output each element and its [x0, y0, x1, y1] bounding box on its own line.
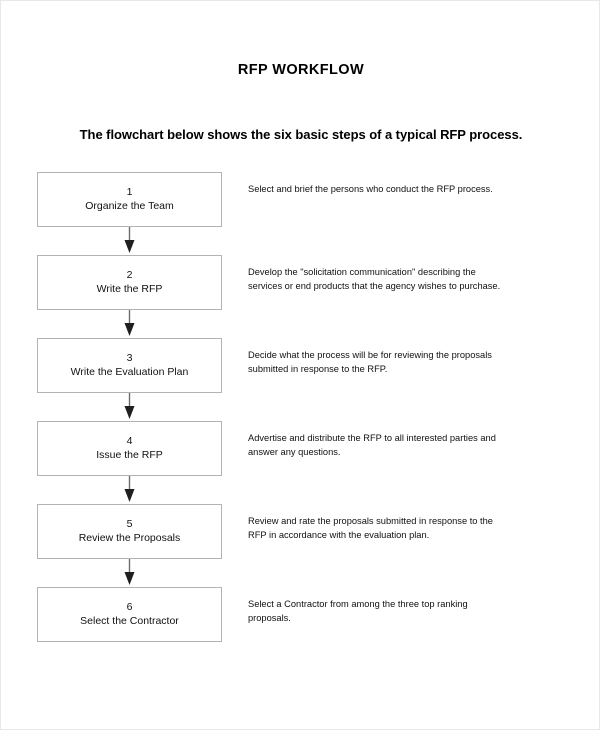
step-description-line: Select a Contractor from among the three…	[248, 599, 468, 609]
step-description-line: Advertise and distribute the RFP to all …	[248, 433, 496, 443]
step-label: Write the Evaluation Plan	[70, 366, 189, 378]
step-description: Select and brief the persons who conduct…	[248, 182, 548, 196]
step-description: Develop the "solicitation communication"…	[248, 265, 548, 293]
step-description-line: Select and brief the persons who conduct…	[248, 184, 493, 194]
step-label: Review the Proposals	[78, 532, 181, 544]
step-description-line: Review and rate the proposals submitted …	[248, 516, 493, 526]
down-arrow-icon	[37, 227, 222, 255]
step-description: Review and rate the proposals submitted …	[248, 514, 548, 542]
step-label: Write the RFP	[96, 283, 163, 295]
step-number: 5	[126, 518, 133, 530]
step-number: 6	[126, 601, 133, 613]
step-number: 2	[126, 269, 133, 281]
step-description-line: Develop the "solicitation communication"…	[248, 267, 476, 277]
step-description-line: services or end products that the agency…	[248, 281, 501, 291]
step-number: 3	[126, 352, 133, 364]
down-arrow-icon	[37, 476, 222, 504]
down-arrow-icon	[37, 393, 222, 421]
page-subtitle: The flowchart below shows the six basic …	[79, 127, 523, 142]
step-description: Decide what the process will be for revi…	[248, 348, 548, 376]
step-description: Select a Contractor from among the three…	[248, 597, 548, 625]
step-number: 4	[126, 435, 133, 447]
step-description-line: RFP in accordance with the evaluation pl…	[248, 530, 430, 540]
page-title: RFP WORKFLOW	[237, 62, 365, 78]
step-description: Advertise and distribute the RFP to all …	[248, 431, 548, 459]
step-description-line: submitted in response to the RFP.	[248, 364, 388, 374]
step-label: Issue the RFP	[96, 449, 163, 461]
step-description-line: proposals.	[248, 613, 291, 623]
step-label: Organize the Team	[85, 200, 174, 212]
down-arrow-icon	[37, 559, 222, 587]
step-label: Select the Contractor	[80, 615, 179, 627]
step-description-line: Decide what the process will be for revi…	[248, 350, 492, 360]
step-description-line: answer any questions.	[248, 447, 341, 457]
down-arrow-icon	[37, 310, 222, 338]
step-number: 1	[126, 186, 133, 198]
